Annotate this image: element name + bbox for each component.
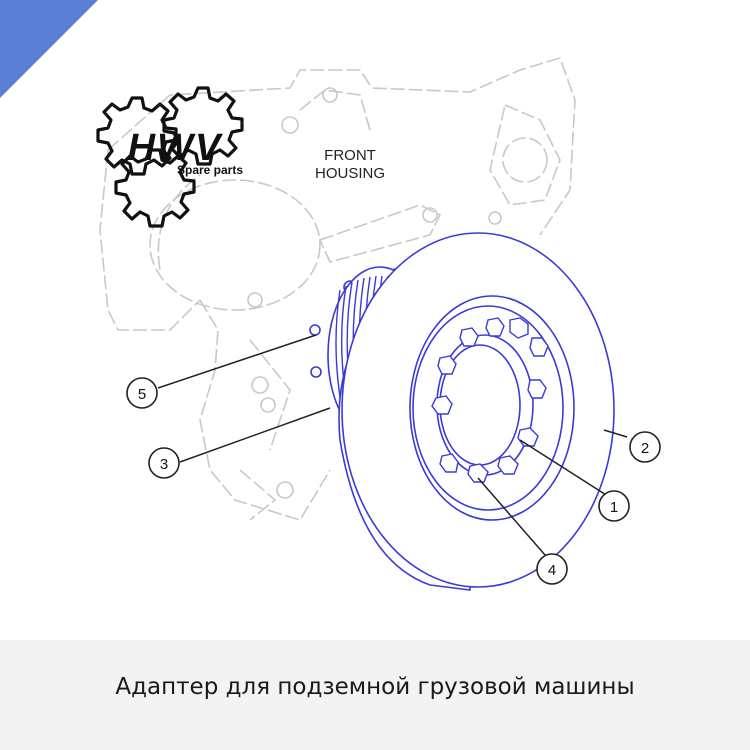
callout-4: 4 bbox=[548, 562, 556, 579]
callout-2: 2 bbox=[641, 440, 649, 457]
damper-ring-outer bbox=[341, 232, 615, 588]
hwv-logo: HWV Spare parts bbox=[96, 86, 244, 228]
damper-bolts bbox=[431, 317, 549, 483]
callout-circle-4 bbox=[536, 553, 568, 585]
housing-bolts bbox=[247, 87, 502, 499]
callout-1: 1 bbox=[610, 499, 618, 516]
logo-brand: HWV bbox=[128, 127, 223, 169]
callout-circle-3 bbox=[148, 447, 180, 479]
callout-circle-5 bbox=[126, 377, 158, 409]
damper-assembly bbox=[309, 232, 615, 591]
diagram-area: HWV Spare parts FRONT HOUSING bbox=[0, 0, 661, 591]
callout-circle-1 bbox=[598, 490, 630, 522]
logo-subtitle: Spare parts bbox=[177, 163, 243, 177]
front-housing-outline bbox=[99, 57, 576, 521]
stud-left-2 bbox=[310, 366, 322, 378]
callout-leaders bbox=[157, 334, 628, 564]
damper-ring-inner-2 bbox=[412, 305, 564, 511]
stud-left bbox=[309, 324, 321, 336]
diagram-svg: HWV Spare parts FRONT HOUSING bbox=[0, 0, 661, 591]
caption-text: Адаптер для подземной грузовой машины bbox=[115, 674, 635, 700]
damper-ring-inner bbox=[409, 295, 575, 521]
logo-gear-right bbox=[162, 86, 244, 166]
callout-circle-2 bbox=[629, 431, 661, 463]
logo-gear-left bbox=[96, 96, 178, 176]
logo-gear-bottom bbox=[114, 148, 196, 228]
callout-5: 5 bbox=[138, 386, 146, 403]
housing-label-line2: HOUSING bbox=[315, 165, 385, 182]
housing-label-line1: FRONT bbox=[324, 147, 376, 164]
corner-triangle bbox=[0, 0, 98, 98]
caption-bar bbox=[0, 640, 750, 750]
callout-3: 3 bbox=[160, 456, 168, 473]
callouts: 1 2 3 4 5 bbox=[126, 377, 661, 585]
